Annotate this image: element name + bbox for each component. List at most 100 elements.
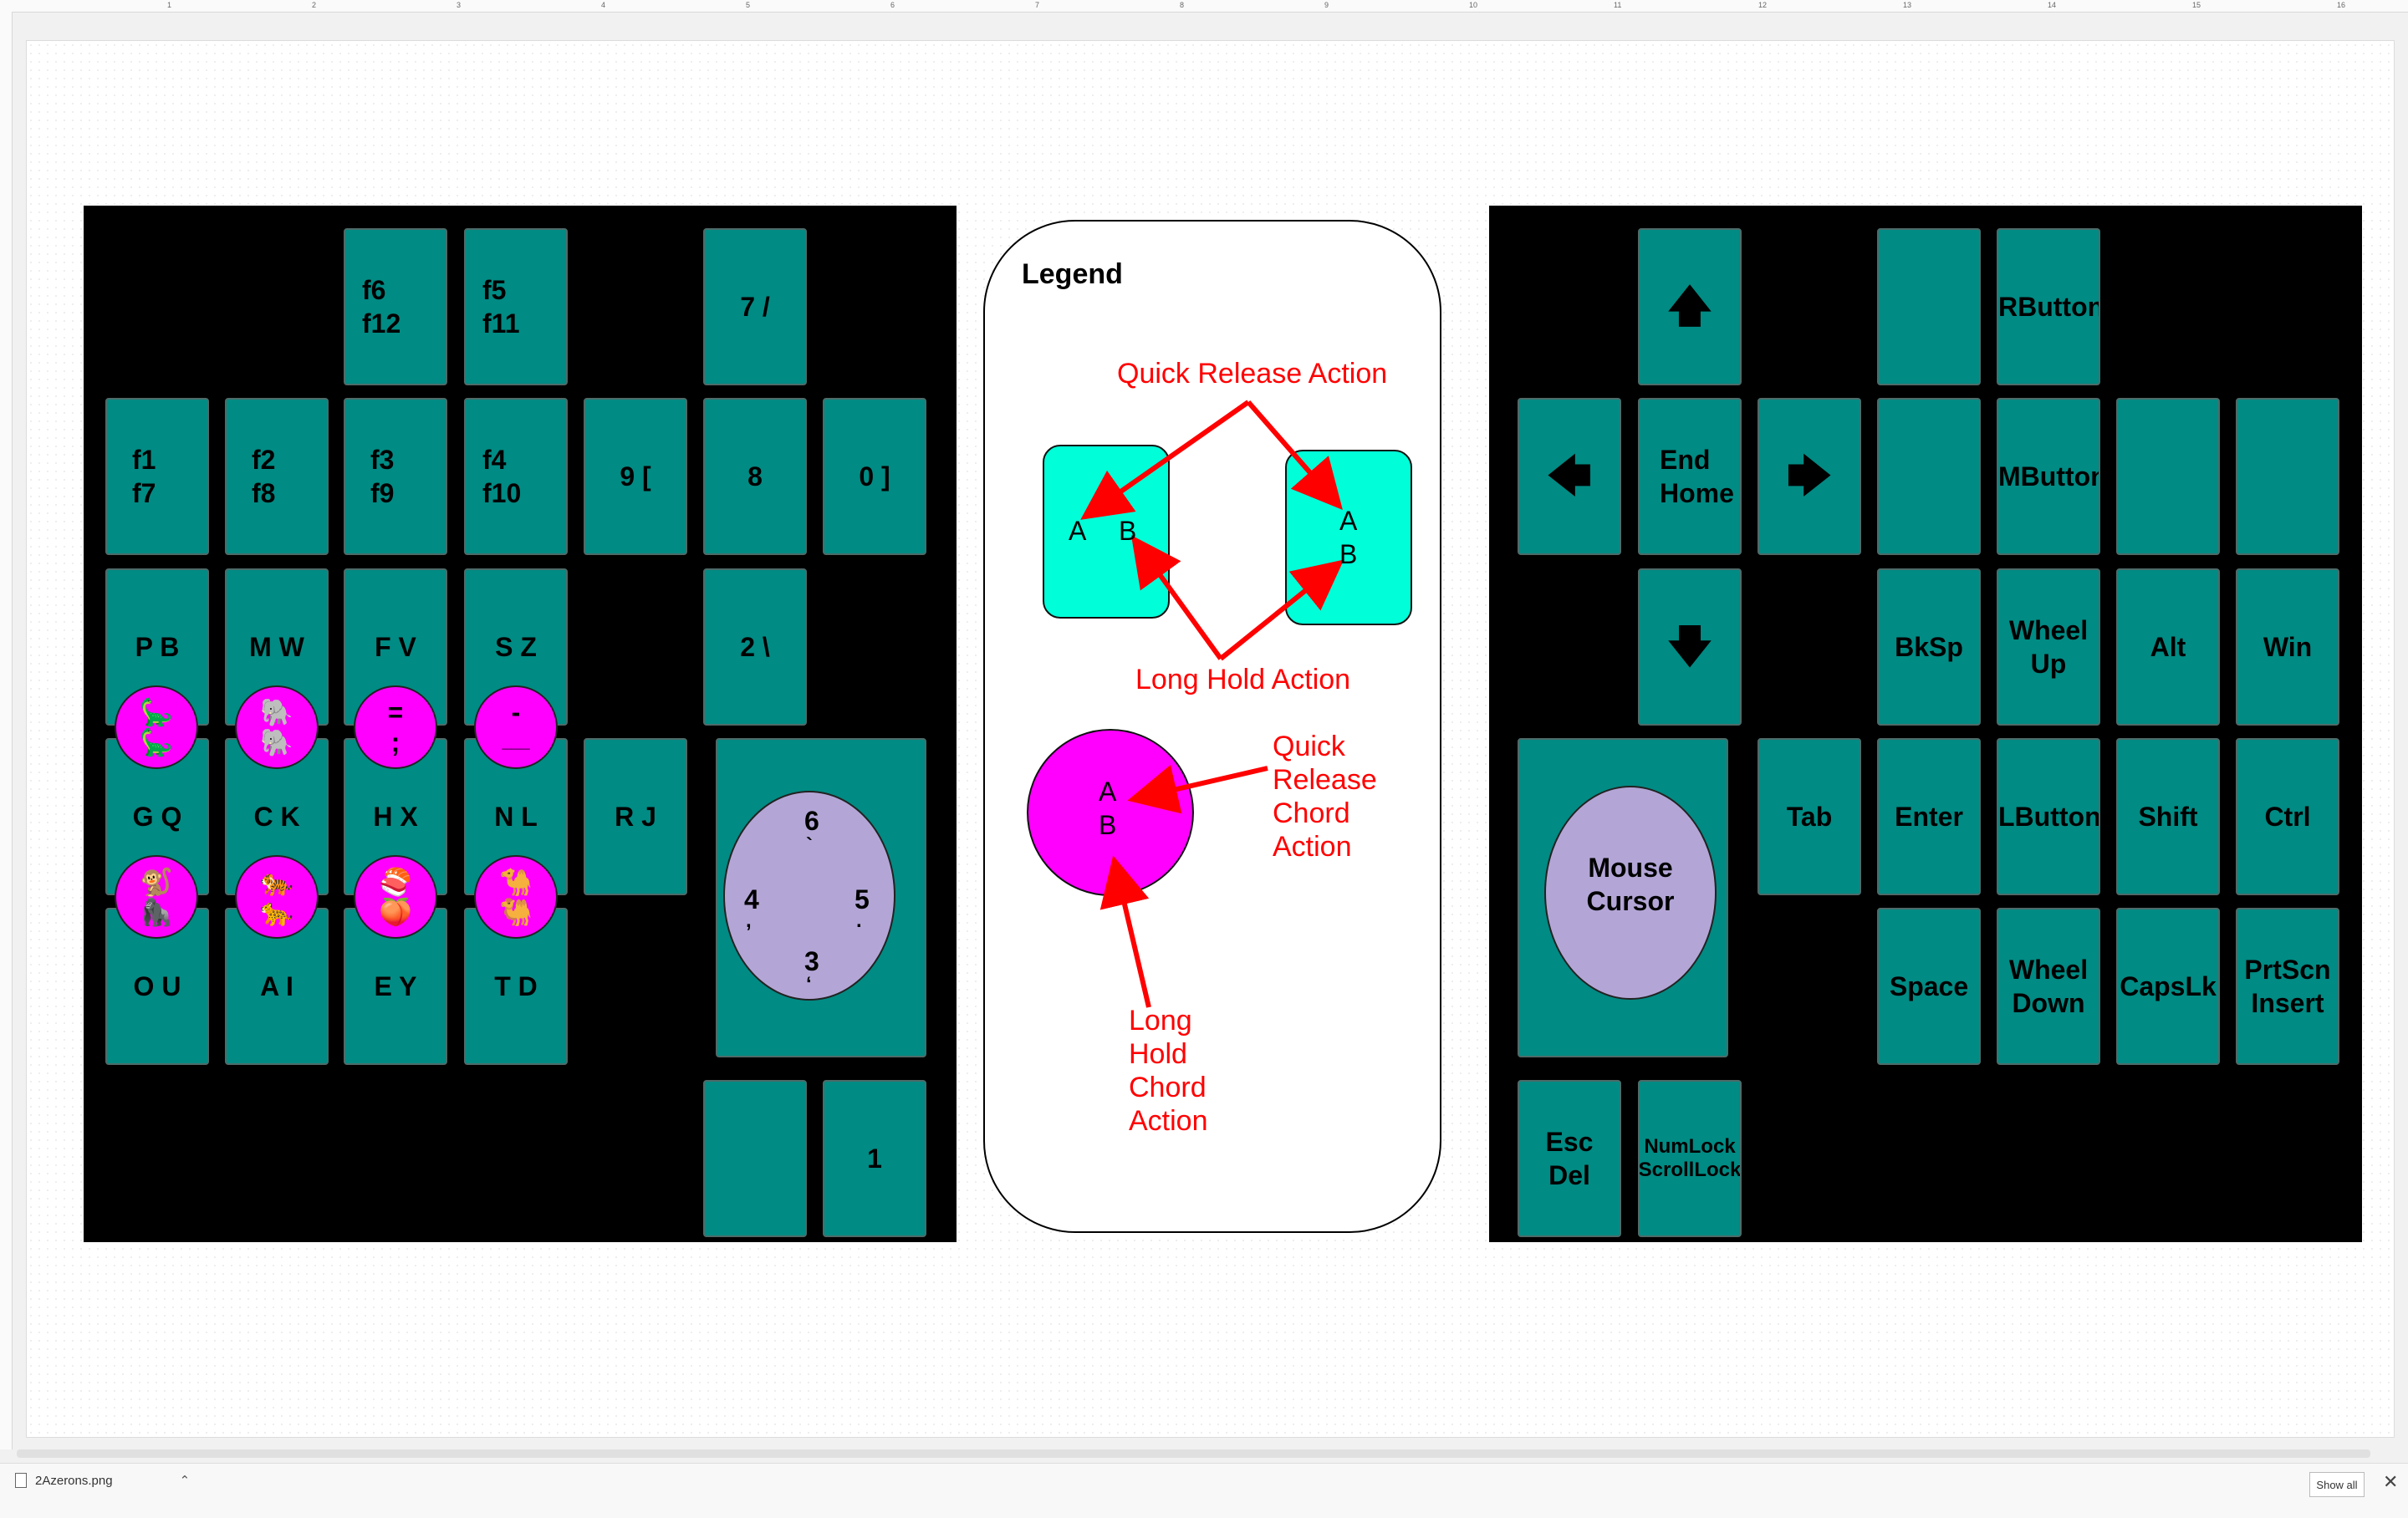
key-space[interactable]: Space xyxy=(1877,908,1981,1065)
key-wheel-up[interactable]: Wheel Up xyxy=(1997,568,2100,726)
chord-fv-hx[interactable]: =; xyxy=(354,685,437,769)
chord-ck-ai[interactable]: 🐅🐆 xyxy=(235,855,319,939)
vertical-ruler xyxy=(0,12,13,1449)
key-blank-b[interactable] xyxy=(1877,398,1981,555)
key-numlock-scrolllock[interactable]: NumLock ScrollLock xyxy=(1638,1080,1742,1237)
key-prtscn-insert[interactable]: PrtScn Insert xyxy=(2236,908,2339,1065)
ruler-number: 14 xyxy=(2048,1,2057,9)
chord-gq-ou[interactable]: 🐒🦍 xyxy=(115,855,198,939)
key-1[interactable]: 1 xyxy=(823,1080,926,1237)
key-esc-del[interactable]: Esc Del xyxy=(1518,1080,1621,1237)
key-7-slash[interactable]: 7 / xyxy=(703,228,807,385)
legend-quick-chord-line2: Release xyxy=(1273,764,1377,796)
chord-top-glyph: - xyxy=(511,697,521,727)
download-item[interactable]: 2Azerons.png ⌃ xyxy=(15,1473,190,1488)
chord-mw-ck[interactable]: 🐘🐘 xyxy=(235,685,319,769)
key-tab[interactable]: Tab xyxy=(1758,738,1861,895)
key-arrow-right[interactable]: 🡆 xyxy=(1758,398,1861,555)
ruler-number: 13 xyxy=(1903,1,1912,9)
close-icon[interactable]: ✕ xyxy=(2383,1471,2399,1492)
dial-right-sub: . xyxy=(856,909,862,932)
legend-panel: Legend Quick Release Action Long Hold Ac… xyxy=(983,220,1441,1233)
chord-nl-td[interactable]: 🐪🐫 xyxy=(474,855,558,939)
legend-long-chord-line4: Action xyxy=(1129,1105,1208,1137)
legend-key-right xyxy=(1285,450,1412,625)
key-blank-a[interactable] xyxy=(1877,228,1981,385)
legend-long-chord-line2: Hold xyxy=(1129,1038,1187,1070)
legend-key-right-a: A xyxy=(1339,506,1358,536)
dial-bottom-sub: ‘ xyxy=(806,973,812,996)
legend-quick-chord-line1: Quick xyxy=(1273,731,1345,762)
key-shift[interactable]: Shift xyxy=(2116,738,2220,895)
key-blank-c[interactable] xyxy=(2116,398,2220,555)
key-f1-f7[interactable]: f1 f7 xyxy=(105,398,209,555)
key-f3-f9[interactable]: f3 f9 xyxy=(344,398,447,555)
legend-key-left-a: A xyxy=(1069,516,1087,546)
thumb-dial[interactable] xyxy=(723,791,895,1001)
key-arrow-left[interactable]: 🡄 xyxy=(1518,398,1621,555)
key-bksp[interactable]: BkSp xyxy=(1877,568,1981,726)
legend-title: Legend xyxy=(1022,258,1123,290)
chord-bottom-glyph: 🐘 xyxy=(260,727,293,757)
key-end-home[interactable]: End Home xyxy=(1638,398,1742,555)
key-f2-f8[interactable]: f2 f8 xyxy=(225,398,329,555)
key-alt[interactable]: Alt xyxy=(2116,568,2220,726)
legend-long-chord-line1: Long xyxy=(1129,1005,1192,1037)
key-f5-f11[interactable]: f5 f11 xyxy=(464,228,568,385)
legend-key-right-b: B xyxy=(1339,539,1358,569)
key-arrow-up[interactable]: 🡅 xyxy=(1638,228,1742,385)
chord-bottom-glyph: 🦍 xyxy=(140,897,173,927)
chord-top-glyph: 🐒 xyxy=(140,867,173,897)
horizontal-scrollbar[interactable] xyxy=(17,1449,2370,1458)
download-bar xyxy=(0,1463,2408,1518)
left-keyboard: f6 f12 f5 f11 7 / f1 f7 f2 f8 f3 f9 f4 f… xyxy=(84,206,957,1242)
ruler-number: 3 xyxy=(457,1,462,9)
mouse-cursor-label: Mouse Cursor xyxy=(1586,853,1675,916)
chevron-up-icon[interactable]: ⌃ xyxy=(179,1474,191,1488)
chord-bottom-glyph: 🐆 xyxy=(260,897,293,927)
key-0-bracket[interactable]: 0 ] xyxy=(823,398,926,555)
ruler-number: 2 xyxy=(312,1,317,9)
chord-sz-nl[interactable]: -___ xyxy=(474,685,558,769)
chord-bottom-glyph: 🍑 xyxy=(379,897,412,927)
mouse-cursor-stick[interactable] xyxy=(1544,786,1717,1000)
key-f4-f10[interactable]: f4 f10 xyxy=(464,398,568,555)
key-arrow-down[interactable]: 🡇 xyxy=(1638,568,1742,726)
key-2-backslash[interactable]: 2 \ xyxy=(703,568,807,726)
key-mbutton[interactable]: MButton xyxy=(1997,398,2100,555)
ruler-number: 9 xyxy=(1324,1,1329,9)
key-f6-f12[interactable]: f6 f12 xyxy=(344,228,447,385)
chord-top-glyph: 🐪 xyxy=(499,867,533,897)
key-capslk[interactable]: CapsLk xyxy=(2116,908,2220,1065)
chord-hx-ey[interactable]: 🍣🍑 xyxy=(354,855,437,939)
legend-quick-chord-line3: Chord xyxy=(1273,797,1350,829)
ruler-number: 16 xyxy=(2337,1,2346,9)
chord-pb-gq[interactable]: 🦕🦕 xyxy=(115,685,198,769)
key-lbutton[interactable]: LButton xyxy=(1997,738,2100,895)
chord-bottom-glyph: 🦕 xyxy=(140,727,173,757)
legend-quick-release-label: Quick Release Action xyxy=(1117,358,1388,390)
key-enter[interactable]: Enter xyxy=(1877,738,1981,895)
key-m-w[interactable]: M W xyxy=(225,568,329,726)
key-8[interactable]: 8 xyxy=(703,398,807,555)
key-rbutton[interactable]: RButton xyxy=(1997,228,2100,385)
key-9-bracket[interactable]: 9 [ xyxy=(584,398,687,555)
key-o-u[interactable]: O U xyxy=(105,908,209,1065)
ruler-number: 7 xyxy=(1035,1,1040,9)
key-blank-d[interactable] xyxy=(2236,398,2339,555)
ruler-number: 10 xyxy=(1469,1,1478,9)
key-wheel-down[interactable]: Wheel Down xyxy=(1997,908,2100,1065)
legend-quick-chord-line4: Action xyxy=(1273,831,1352,863)
dial-bottom-label: 3 xyxy=(804,946,819,976)
chord-bottom-glyph: ; xyxy=(390,727,400,757)
key-r-j[interactable]: R J xyxy=(584,738,687,895)
key-blank[interactable] xyxy=(703,1080,807,1237)
legend-long-hold-label: Long Hold Action xyxy=(1135,664,1351,695)
dial-top-label: 6 xyxy=(804,806,819,836)
chord-top-glyph: = xyxy=(387,697,404,727)
key-ctrl[interactable]: Ctrl xyxy=(2236,738,2339,895)
show-all-button[interactable]: Show all xyxy=(2309,1472,2365,1497)
key-win[interactable]: Win xyxy=(2236,568,2339,726)
file-icon xyxy=(15,1473,27,1488)
ruler-number: 1 xyxy=(167,1,172,9)
